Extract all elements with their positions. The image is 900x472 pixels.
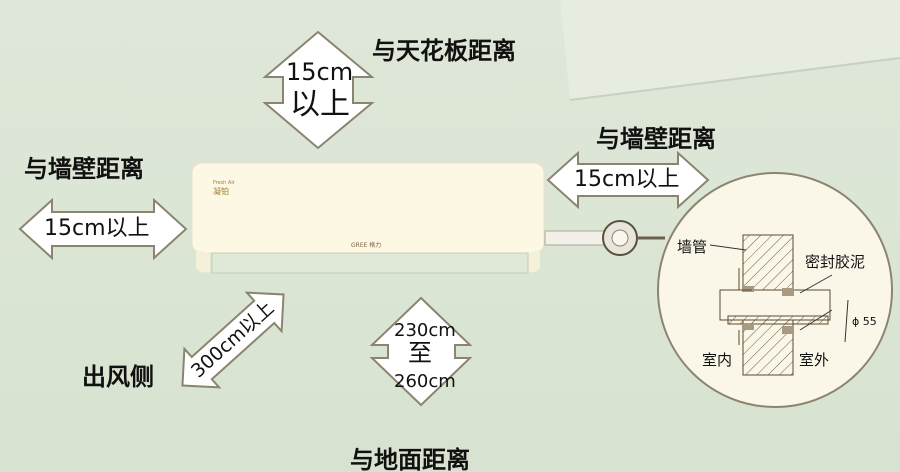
bottom-arrow-max: 260cm xyxy=(394,371,456,392)
unit-logo: GREE 格力 xyxy=(351,242,382,249)
top-arrow-value: 15cm xyxy=(286,58,354,86)
unit-brand: 凝铂 xyxy=(213,187,229,196)
top-arrow-qualifier: 以上 xyxy=(290,87,350,122)
sealant-label: 密封胶泥 xyxy=(805,253,866,271)
outdoor-label: 室外 xyxy=(799,351,830,369)
diagonal-arrow-shape xyxy=(181,291,285,389)
bottom-arrow-min: 230cm xyxy=(394,320,456,341)
wall-section-inset xyxy=(657,172,893,408)
bottom-arrow-connector: 至 xyxy=(408,339,432,367)
right-arrow-value: 15cm以上 xyxy=(574,167,680,192)
right-wall-distance-label: 与墙壁距离 xyxy=(596,125,716,153)
indoor-label: 室内 xyxy=(702,351,733,369)
wall-pipe-label: 墙管 xyxy=(677,238,708,256)
left-arrow-value: 15cm以上 xyxy=(44,216,150,241)
ceiling xyxy=(560,0,900,100)
left-wall-distance-label: 与墙壁距离 xyxy=(24,155,144,183)
top-arrow-shape xyxy=(262,30,375,150)
diameter-label: ϕ 55 xyxy=(852,315,877,328)
bottom-arrow-shape xyxy=(369,296,473,407)
right-arrow-shape xyxy=(546,150,710,210)
floor-distance-label: 与地面距离 xyxy=(350,446,470,472)
indoor-unit xyxy=(191,162,545,274)
left-arrow-shape xyxy=(18,197,188,261)
unit-brand-small: Fresh Air xyxy=(213,180,235,186)
ceiling-distance-label: 与天花板距离 xyxy=(372,37,516,65)
outlet-side-label: 出风侧 xyxy=(82,363,154,391)
ceiling-edge xyxy=(569,57,900,101)
